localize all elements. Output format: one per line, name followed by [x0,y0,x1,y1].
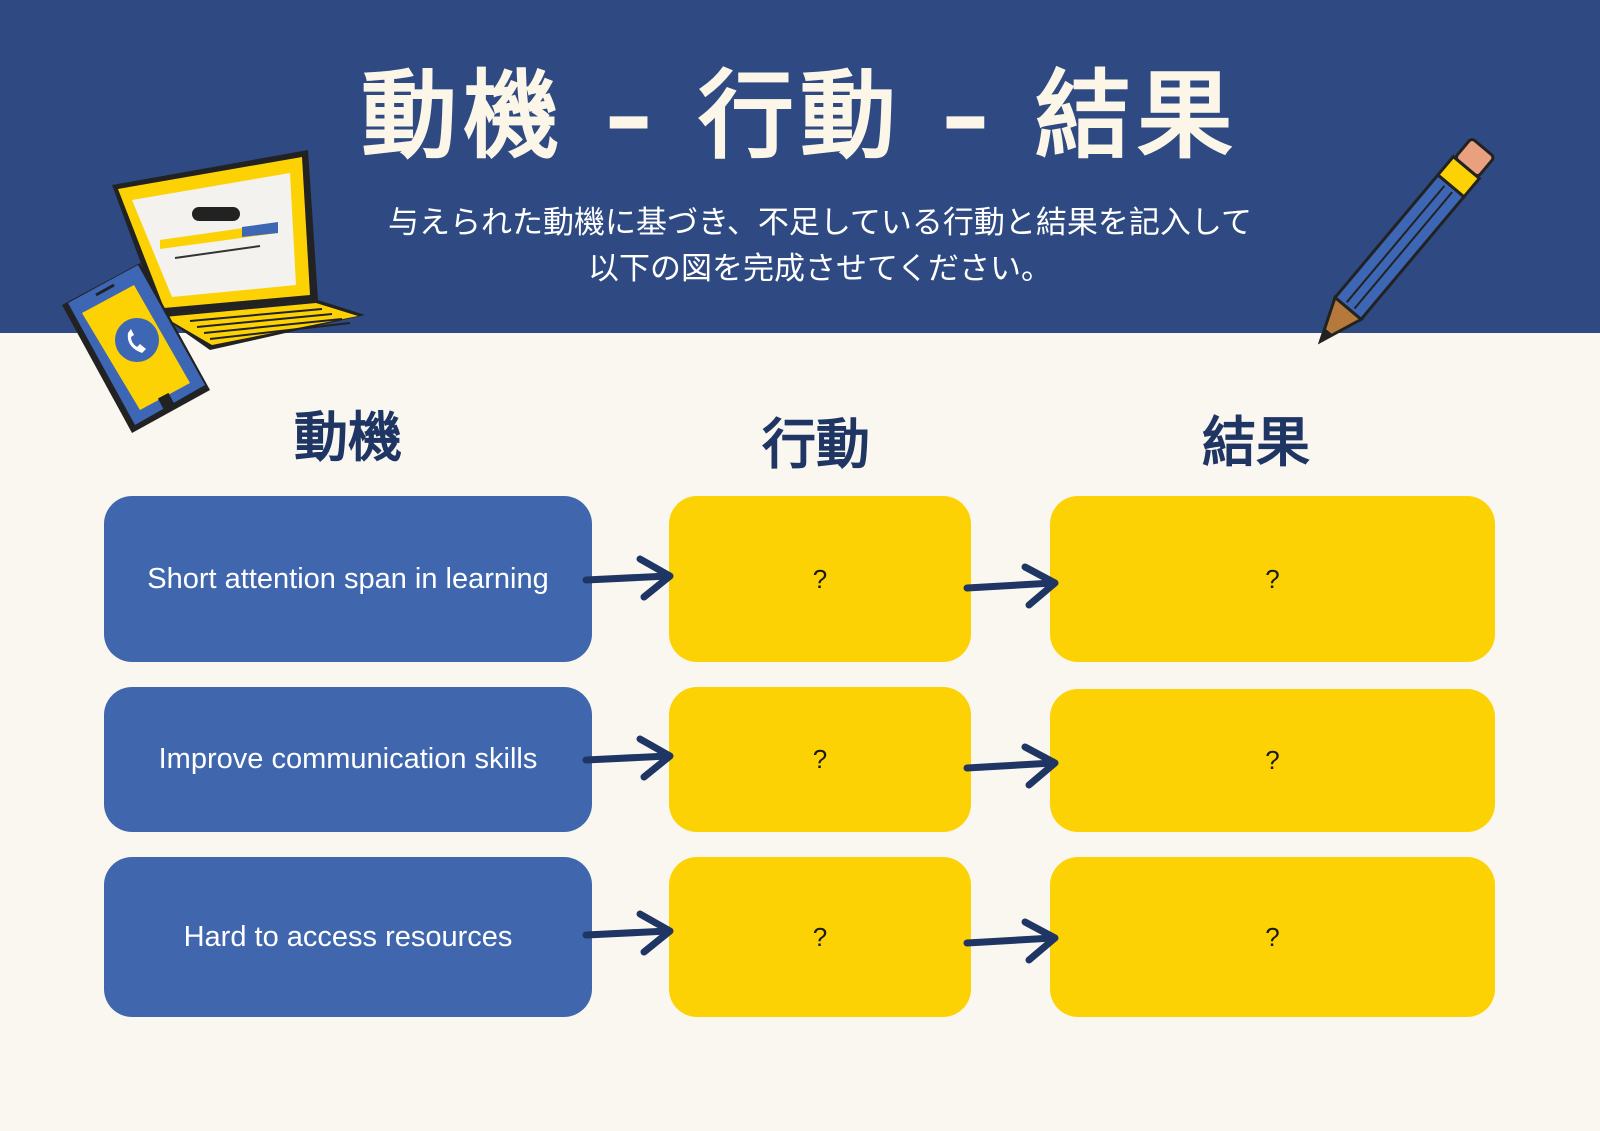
result-box[interactable]: ? [1050,496,1495,662]
arrow-right-icon [963,743,1059,789]
motive-box: Hard to access resources [104,857,592,1017]
instructions-line-1: 与えられた動機に基づき、不足している行動と結果を記入して [388,205,1252,241]
page-title: 動機 – 行動 – 結果 [361,60,1239,172]
action-box[interactable]: ? [669,687,971,832]
smartphone-icon [62,263,210,433]
pencil-icon [1317,138,1495,345]
column-heading-result: 結果 [1202,411,1310,474]
instructions: 与えられた動機に基づき、不足している行動と結果を記入して 以下の図を完成させてく… [300,200,1340,292]
action-box[interactable]: ? [669,496,971,662]
arrow-right-icon [582,910,674,956]
column-heading-motive: 動機 [294,406,402,469]
arrow-right-icon [963,563,1059,609]
arrow-right-icon [582,735,674,781]
motive-box: Improve communication skills [104,687,592,832]
motive-box: Short attention span in learning [104,496,592,662]
result-box[interactable]: ? [1050,689,1495,832]
laptop-icon [62,150,365,433]
phone-call-icon [127,329,146,353]
arrow-right-icon [963,918,1059,964]
action-box[interactable]: ? [669,857,971,1017]
instructions-line-2: 以下の図を完成させてください。 [587,251,1053,287]
result-box[interactable]: ? [1050,857,1495,1017]
column-heading-action: 行動 [762,413,870,476]
arrow-right-icon [582,555,674,601]
